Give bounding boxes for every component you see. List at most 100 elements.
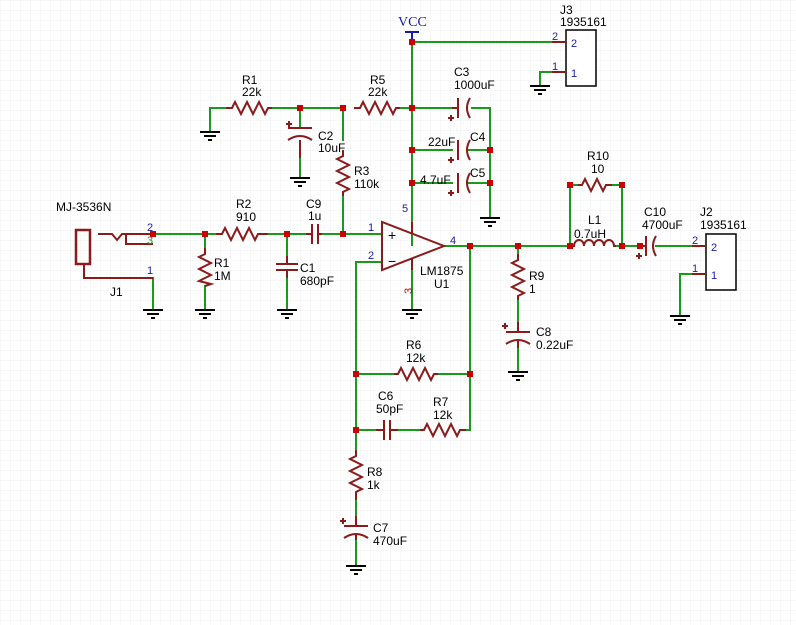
ic-ref-label: U1 <box>434 277 450 291</box>
svg-text:0.7uH: 0.7uH <box>574 227 606 241</box>
svg-text:R6: R6 <box>406 338 422 352</box>
svg-text:R2: R2 <box>236 197 252 211</box>
svg-text:C8: C8 <box>536 325 552 339</box>
ic-part-label: LM1875 <box>420 264 464 278</box>
svg-text:4: 4 <box>450 235 456 247</box>
capacitor-c7[interactable]: C7 470uF <box>340 516 407 548</box>
resistor-r9[interactable]: R9 1 <box>509 254 545 300</box>
ground-icon <box>346 565 366 575</box>
svg-text:3: 3 <box>147 235 153 247</box>
inductor-l1[interactable]: L1 0.7uH <box>570 213 616 247</box>
svg-text:C10: C10 <box>644 205 666 219</box>
svg-text:10uF: 10uF <box>318 141 345 155</box>
ground-icon <box>195 309 215 319</box>
svg-text:1000uF: 1000uF <box>454 78 495 92</box>
svg-text:22k: 22k <box>368 85 388 99</box>
svg-text:1: 1 <box>552 61 558 73</box>
svg-text:R7: R7 <box>433 395 449 409</box>
resistor-r10[interactable]: R10 10 <box>578 149 612 194</box>
svg-text:1M: 1M <box>214 269 231 283</box>
capacitor-c10[interactable]: C10 4700uF <box>636 205 683 259</box>
svg-text:1k: 1k <box>367 478 381 492</box>
svg-text:1: 1 <box>368 222 374 234</box>
resistor-r2[interactable]: R2 910 <box>216 197 268 243</box>
resistor-r7[interactable]: R7 12k <box>420 395 466 439</box>
svg-text:12k: 12k <box>406 351 426 365</box>
ground-icon <box>670 315 690 325</box>
svg-text:1: 1 <box>711 270 717 282</box>
ground-icon <box>143 309 163 319</box>
svg-text:C5: C5 <box>470 166 486 180</box>
svg-text:470uF: 470uF <box>373 534 407 548</box>
svg-text:12k: 12k <box>433 408 453 422</box>
svg-text:C4: C4 <box>470 130 486 144</box>
svg-text:L1: L1 <box>588 213 602 227</box>
capacitor-c2[interactable]: C2 10uF <box>286 121 345 158</box>
junction-dots <box>150 39 643 433</box>
svg-text:22uF: 22uF <box>428 135 455 149</box>
ground-icon <box>290 177 310 187</box>
ground-symbols <box>143 85 690 575</box>
resistor-r6[interactable]: R6 12k <box>394 338 438 383</box>
connector-j3[interactable]: 2 1 2 1 J3 1935161 <box>552 3 607 87</box>
resistor-r8[interactable]: R8 1k <box>347 450 383 500</box>
connector-j2[interactable]: 2 1 2 1 J2 1935161 <box>692 205 747 291</box>
svg-text:2: 2 <box>711 242 717 254</box>
svg-text:R3: R3 <box>354 164 370 178</box>
svg-text:C2: C2 <box>318 129 334 143</box>
svg-text:5: 5 <box>402 203 408 215</box>
svg-text:C7: C7 <box>373 521 389 535</box>
op-amp-u1[interactable]: + − 1 2 3 4 5 LM1875 U1 <box>368 203 464 294</box>
svg-text:3: 3 <box>403 288 415 294</box>
ground-icon <box>402 309 422 319</box>
resistor-r1[interactable]: R1 1M <box>196 248 231 287</box>
svg-text:1935161: 1935161 <box>560 15 607 29</box>
capacitor-c1[interactable]: C1 680pF <box>276 256 334 288</box>
capacitor-c5[interactable]: 4.7uF C5 <box>420 166 486 196</box>
svg-text:4.7uF: 4.7uF <box>420 173 451 187</box>
svg-text:110k: 110k <box>354 177 380 191</box>
resistor-r4[interactable]: R1 22k <box>226 73 272 117</box>
svg-text:22k: 22k <box>242 85 262 99</box>
svg-text:1935161: 1935161 <box>700 218 747 232</box>
jack-ref-label: J1 <box>110 285 123 299</box>
svg-text:+: + <box>388 227 396 243</box>
svg-text:1: 1 <box>692 263 698 275</box>
capacitor-c6[interactable]: C6 50pF <box>376 389 403 440</box>
capacitor-c4[interactable]: 22uF C4 <box>428 130 486 163</box>
svg-text:1: 1 <box>529 282 536 296</box>
svg-text:10: 10 <box>591 162 605 176</box>
svg-text:R9: R9 <box>529 269 545 283</box>
ground-icon <box>277 309 297 319</box>
svg-text:910: 910 <box>236 210 256 224</box>
capacitor-c8[interactable]: C8 0.22uF <box>502 322 573 352</box>
svg-text:50pF: 50pF <box>376 402 403 416</box>
svg-text:2: 2 <box>692 235 698 247</box>
svg-text:C1: C1 <box>300 261 316 275</box>
capacitor-c3[interactable]: C3 1000uF <box>448 65 495 121</box>
svg-text:0.22uF: 0.22uF <box>536 338 573 352</box>
resistor-r5[interactable]: R5 22k <box>354 73 400 117</box>
svg-text:1u: 1u <box>308 209 321 223</box>
resistor-r3[interactable]: R3 110k <box>334 150 380 196</box>
svg-text:2: 2 <box>147 222 153 234</box>
wires <box>152 39 707 567</box>
ground-icon <box>530 85 550 95</box>
svg-text:2: 2 <box>368 250 374 262</box>
svg-text:4700uF: 4700uF <box>642 218 683 232</box>
svg-text:R1: R1 <box>214 256 230 270</box>
svg-text:2: 2 <box>552 31 558 43</box>
svg-text:J3: J3 <box>560 3 573 17</box>
svg-text:C9: C9 <box>306 197 322 211</box>
capacitor-c9[interactable]: C9 1u <box>306 197 322 244</box>
audio-jack-j1[interactable]: MJ-3536N 2 3 1 J1 <box>56 200 153 299</box>
svg-text:R10: R10 <box>587 149 609 163</box>
svg-text:C3: C3 <box>454 65 470 79</box>
svg-text:C6: C6 <box>378 389 394 403</box>
svg-text:R1: R1 <box>242 73 258 87</box>
svg-text:J2: J2 <box>700 205 713 219</box>
svg-text:1: 1 <box>571 68 577 80</box>
ground-icon <box>508 371 528 381</box>
